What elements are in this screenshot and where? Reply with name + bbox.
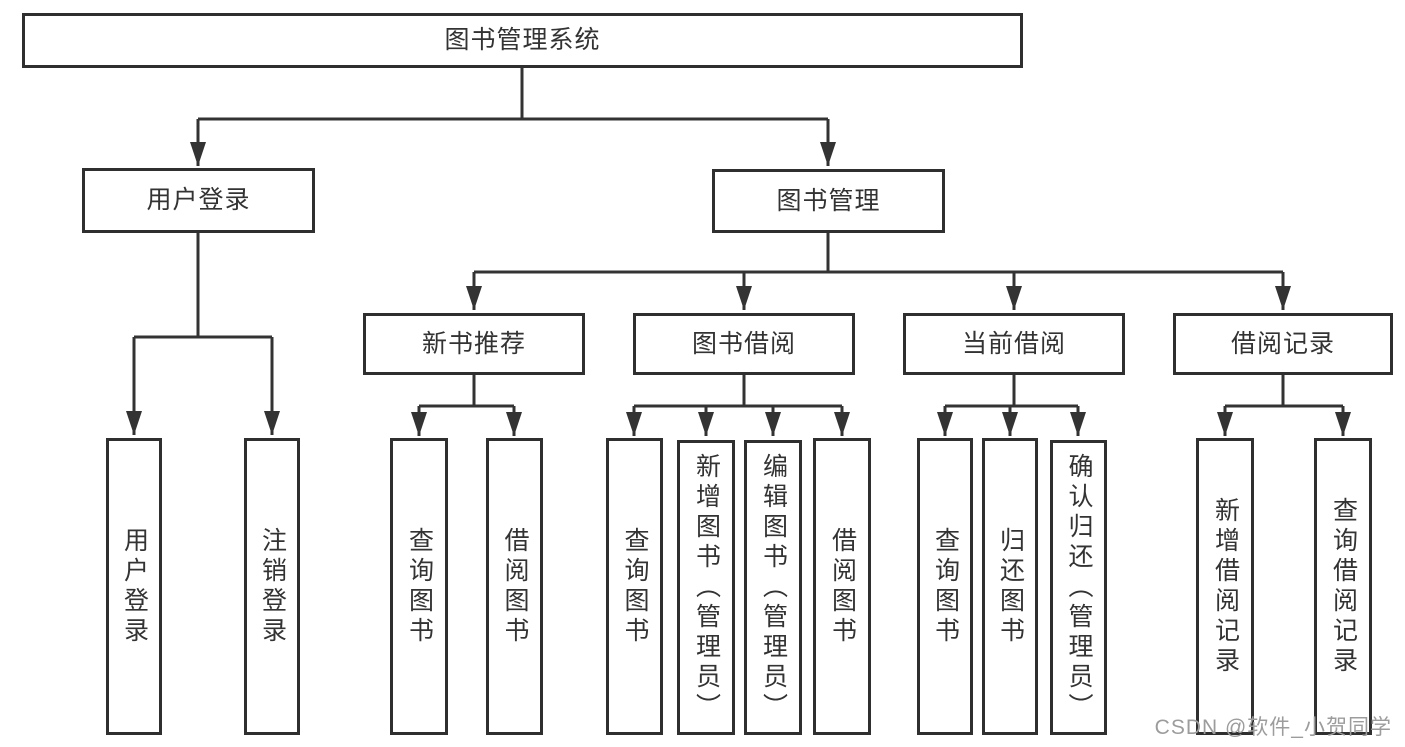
node-book-management: 图书管理 [712,169,945,233]
connector-arrows [126,119,1351,436]
leaf-edit-book-admin: 编辑图书（管理员） [744,440,802,735]
leaf-borrow-books-recommend: 借阅图书 [486,438,543,735]
node-new-book-recommend: 新书推荐 [363,313,585,375]
leaf-logout: 注销登录 [244,438,300,735]
leaf-query-borrow-record: 查询借阅记录 [1314,438,1372,735]
node-current-borrowing: 当前借阅 [903,313,1125,375]
leaf-query-books-recommend: 查询图书 [390,438,448,735]
node-borrowing-records: 借阅记录 [1173,313,1393,375]
leaf-query-books-current: 查询图书 [917,438,973,735]
leaf-return-book: 归还图书 [982,438,1038,735]
leaf-user-login: 用户登录 [106,438,162,735]
csdn-watermark: CSDN @软件_小贺同学 [1154,716,1392,739]
leaf-add-borrow-record: 新增借阅记录 [1196,438,1254,735]
leaf-borrow-books-borrowing: 借阅图书 [813,438,871,735]
node-book-borrowing: 图书借阅 [633,313,855,375]
leaf-query-books-borrowing: 查询图书 [606,438,663,735]
node-user-login: 用户登录 [82,168,315,233]
leaf-add-book-admin: 新增图书（管理员） [677,440,735,735]
leaf-confirm-return-admin: 确认归还（管理员） [1050,440,1107,735]
node-library-management-system: 图书管理系统 [22,13,1023,68]
